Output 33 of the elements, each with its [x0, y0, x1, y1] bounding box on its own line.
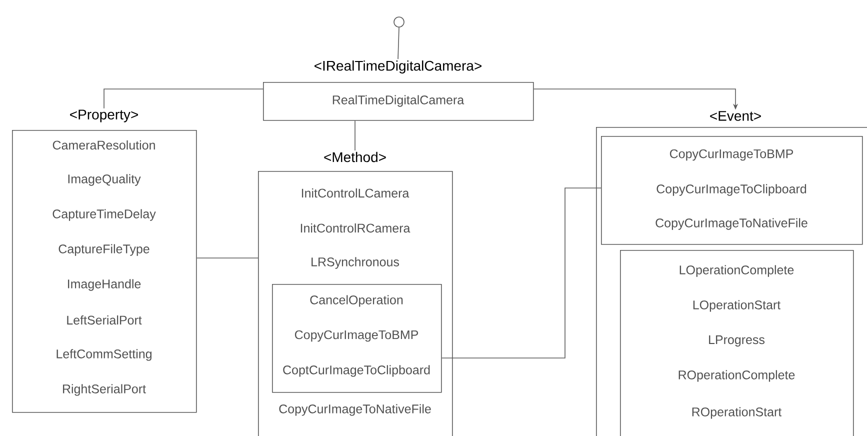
member-name: RightSerialPort — [63, 384, 146, 396]
member-name: CopyCurImageToBMP — [294, 330, 418, 342]
member-name: LOperationStart — [693, 300, 781, 312]
member-name: LeftSerialPort — [67, 315, 142, 325]
stereotype-heading: <Property> — [70, 110, 138, 122]
member-name: CoptCurImageToClipboard — [283, 365, 430, 377]
connector-line — [104, 88, 264, 109]
member-name: ImageQuality — [68, 174, 141, 186]
member-name: ROperationComplete — [678, 370, 795, 382]
stereotype-heading: <Event> — [710, 111, 761, 121]
member-name: InitControlLCamera — [302, 188, 410, 198]
member-name: ImageHandle — [68, 279, 141, 291]
connector-line — [354, 120, 356, 151]
connector-line — [398, 27, 400, 60]
member-name: LRSynchronous — [312, 257, 400, 269]
stereotype-heading: <Method> — [324, 152, 386, 162]
stereotype-heading: <IRealTimeDigitalCamera> — [314, 60, 482, 74]
member-name: LeftCommSetting — [56, 349, 152, 361]
member-name: InitControlRCamera — [300, 223, 410, 233]
connector-line — [441, 188, 602, 358]
interface-circle — [394, 16, 404, 28]
member-name: LOperationComplete — [680, 265, 794, 277]
member-name: CameraResolution — [52, 140, 155, 150]
member-name: CopyCurImageToNativeFile — [279, 404, 431, 416]
member-name: CancelOperation — [310, 295, 403, 307]
member-name: CaptureFileType — [58, 244, 150, 256]
member-name: CopyCurImageToNativeFile — [656, 218, 808, 230]
member-name: CopyCurImageToClipboard — [656, 184, 806, 196]
member-name: LProgress — [709, 335, 765, 347]
member-name: RealTimeDigitalCamera — [332, 95, 464, 107]
member-name: CopyCurImageToBMP — [670, 149, 794, 161]
member-name: CaptureTimeDelay — [52, 209, 156, 221]
member-name: ROperationStart — [692, 407, 782, 419]
